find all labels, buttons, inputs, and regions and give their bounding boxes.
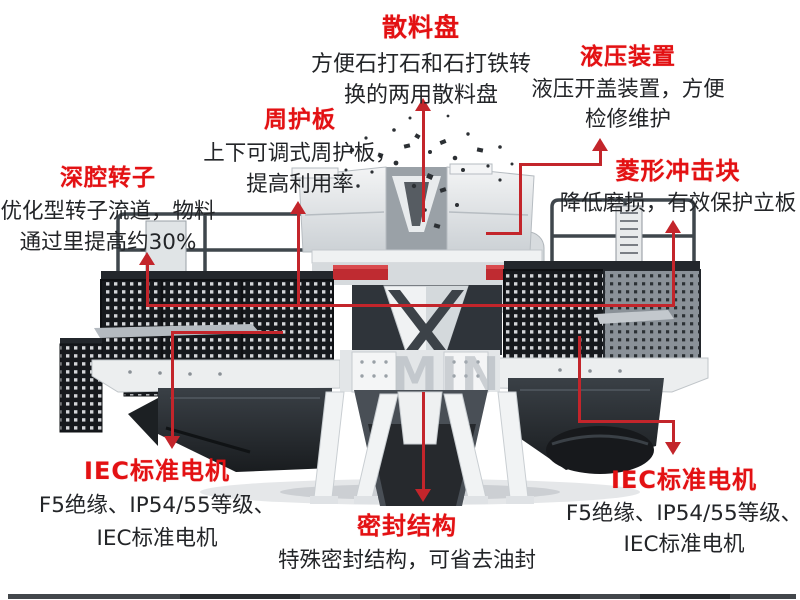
right-chute: [508, 378, 664, 474]
arrow-guard-plate: [290, 201, 306, 214]
arrow-rotor: [139, 252, 155, 265]
rotor-bowl: [352, 285, 502, 355]
line-impact-block: [672, 232, 675, 304]
line-rotor: [146, 264, 149, 304]
line-hydraulic: [486, 232, 522, 235]
line-hydraulic: [599, 150, 602, 165]
line-hydraulic: [519, 163, 602, 166]
left-platform-panel: [145, 220, 187, 276]
right-guard-shelf: [596, 310, 674, 324]
hopper-left-wall: [298, 166, 387, 253]
right-guard-cage: [503, 261, 701, 363]
line-seal: [422, 392, 425, 489]
falling-rocks: [344, 114, 514, 229]
far-left-panel: [59, 338, 103, 433]
arrow-motor-right: [665, 442, 681, 455]
line-main-horizontal: [146, 304, 675, 307]
line-motor-left: [171, 331, 174, 436]
line-motor-left: [171, 331, 283, 334]
line-motor-right: [672, 420, 675, 442]
line-scatter-plate: [422, 110, 425, 222]
feed-hopper: [291, 163, 535, 253]
arrow-hydraulic: [592, 138, 608, 151]
line-guard-plate: [297, 213, 300, 304]
arrow-scatter-plate: [415, 98, 431, 111]
line-hydraulic: [519, 163, 522, 235]
arrow-seal: [415, 489, 431, 502]
pedestal: [310, 390, 534, 506]
left-walkway-beam: [91, 359, 341, 393]
arrow-impact-block: [665, 220, 681, 233]
left-chute: [128, 388, 332, 472]
upper-platform: [311, 249, 543, 285]
line-motor-right: [578, 420, 675, 423]
line-motor-right: [578, 336, 581, 423]
arrow-motor-left: [164, 436, 180, 449]
right-ladder-panel: [615, 205, 643, 267]
right-motor: [546, 426, 654, 474]
bottom-edge-strip: [8, 594, 796, 599]
mid-body: [340, 350, 500, 393]
